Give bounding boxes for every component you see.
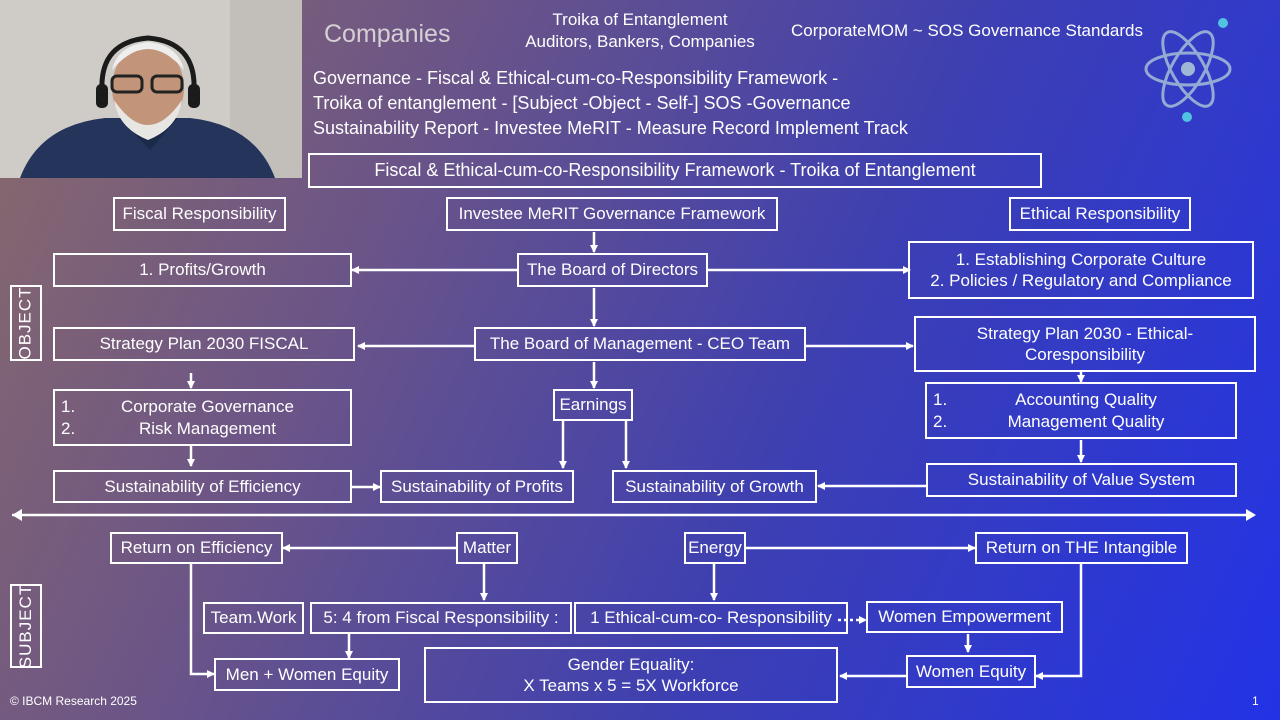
object-label: OBJECT — [10, 285, 42, 361]
return-efficiency-box: Return on Efficiency — [110, 532, 283, 564]
subject-label: SUBJECT — [10, 584, 42, 668]
fiscal-list-box: 1.Corporate Governance 2.Risk Management — [53, 389, 352, 446]
strategy-ethical-box: Strategy Plan 2030 - Ethical-Coresponsib… — [914, 316, 1256, 372]
return-intangible-box: Return on THE Intangible — [975, 532, 1188, 564]
ethical-list-box: 1.Accounting Quality 2.Management Qualit… — [925, 382, 1237, 439]
profits-growth-box: 1. Profits/Growth — [53, 253, 352, 287]
women-equity-box: Women Equity — [906, 655, 1036, 688]
culture-line-2: 2. Policies / Regulatory and Compliance — [930, 271, 1232, 290]
board-of-directors-box: The Board of Directors — [517, 253, 708, 287]
investee-merit-box: Investee MeRIT Governance Framework — [446, 197, 778, 231]
board-of-management-box: The Board of Management - CEO Team — [474, 327, 806, 361]
corporate-mom-title: CorporateMOM ~ SOS Governance Standards — [791, 21, 1143, 40]
corporate-culture-box: 1. Establishing Corporate Culture 2. Pol… — [908, 241, 1254, 299]
gender-equality-box: Gender Equality: X Teams x 5 = 5X Workfo… — [424, 647, 838, 703]
page-number: 1 — [1252, 694, 1259, 708]
ethical-ratio-box: 1 Ethical-cum-co- Responsibility — [574, 602, 848, 634]
fiscal-list-item: 2.Risk Management — [61, 418, 276, 438]
governance-line-3: Sustainability Report - Investee MeRIT -… — [313, 118, 908, 138]
strategy-fiscal-box: Strategy Plan 2030 FISCAL — [53, 327, 355, 361]
troika-title-line1: Troika of Entanglement — [552, 10, 728, 29]
sustainability-profits-box: Sustainability of Profits — [380, 470, 574, 503]
sustainability-efficiency-box: Sustainability of Efficiency — [53, 470, 352, 503]
troika-title-line2: Auditors, Bankers, Companies — [525, 32, 755, 51]
culture-line-1: 1. Establishing Corporate Culture — [955, 249, 1207, 269]
fiscal-responsibility-box: Fiscal Responsibility — [113, 197, 286, 231]
sustainability-value-box: Sustainability of Value System — [926, 463, 1237, 497]
ethical-responsibility-box: Ethical Responsibility — [1009, 197, 1191, 231]
ethical-list-item: 1.Accounting Quality — [933, 390, 1157, 410]
gender-line-1: Gender Equality: — [567, 654, 695, 674]
framework-title-box: Fiscal & Ethical-cum-co-Responsibility F… — [308, 153, 1042, 188]
sustainability-growth-box: Sustainability of Growth — [612, 470, 817, 503]
presenter-video — [0, 0, 302, 178]
women-empowerment-box: Women Empowerment — [866, 601, 1063, 633]
atom-icon — [1144, 18, 1232, 122]
governance-line-1: Governance - Fiscal & Ethical-cum-co-Res… — [313, 68, 839, 88]
men-women-equity-box: Men + Women Equity — [214, 658, 400, 691]
gender-line-2: X Teams x 5 = 5X Workforce — [523, 676, 739, 695]
fiscal-list-item: 1.Corporate Governance — [61, 397, 294, 417]
energy-box: Energy — [684, 532, 746, 564]
companies-label: Companies — [324, 20, 451, 48]
teamwork-box: Team.Work — [203, 602, 304, 634]
matter-box: Matter — [456, 532, 518, 564]
copyright-text: © IBCM Research 2025 — [10, 694, 137, 708]
fiscal-ratio-box: 5: 4 from Fiscal Responsibility : — [310, 602, 572, 634]
earnings-box: Earnings — [553, 389, 633, 421]
ethical-list-item: 2.Management Quality — [933, 411, 1165, 431]
governance-line-2: Troika of entanglement - [Subject -Objec… — [313, 93, 851, 113]
